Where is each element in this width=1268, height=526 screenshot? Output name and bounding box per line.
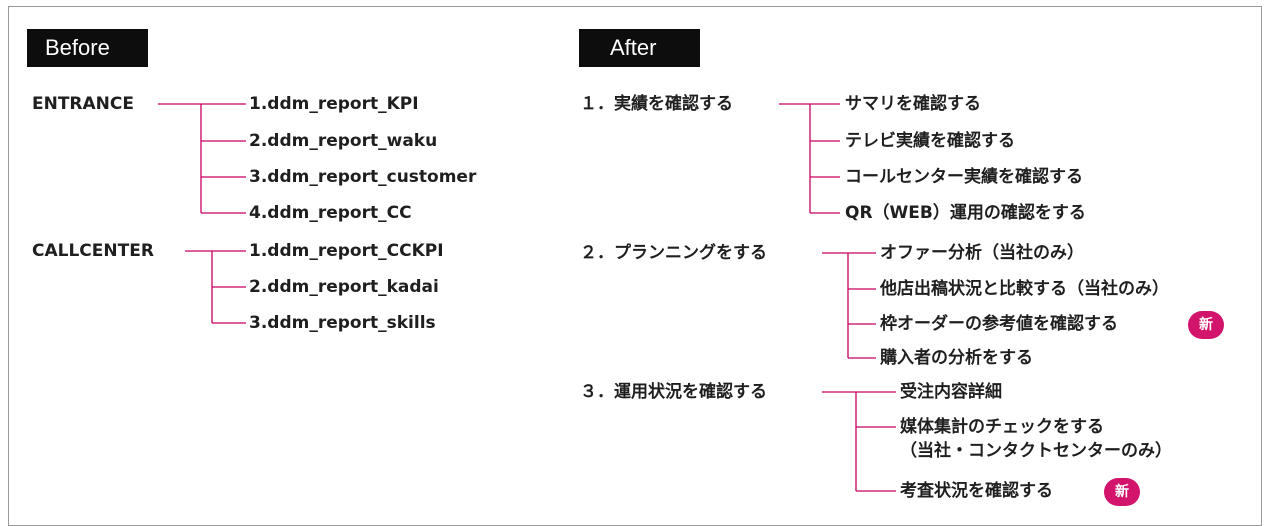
connector-after-3 xyxy=(822,391,896,492)
after-item: サマリを確認する xyxy=(845,94,981,114)
diagram-frame xyxy=(8,6,1262,526)
connector-after-1 xyxy=(779,103,840,214)
before-item: 1.ddm_report_KPI xyxy=(249,94,419,114)
after-item: QR（WEB）運用の確認をする xyxy=(845,203,1086,223)
connector-entrance xyxy=(158,103,246,214)
after-item: 購入者の分析をする xyxy=(880,348,1033,368)
after-item: 他店出稿状況と比較する（当社のみ） xyxy=(880,279,1169,299)
after-item: 考査状況を確認する xyxy=(900,481,1053,501)
after-item-note: （当社・コンタクトセンターのみ） xyxy=(900,441,1172,461)
after-item: 受注内容詳細 xyxy=(900,382,1002,402)
after-header: After xyxy=(579,29,700,67)
new-badge: 新 xyxy=(1104,478,1140,506)
after-item: コールセンター実績を確認する xyxy=(845,167,1083,187)
before-item: 4.ddm_report_CC xyxy=(249,203,412,223)
after-group-results: １．実績を確認する xyxy=(580,94,733,114)
before-header: Before xyxy=(27,29,148,67)
connector-callcenter xyxy=(185,250,246,324)
after-item: テレビ実績を確認する xyxy=(845,131,1015,151)
before-group-callcenter: CALLCENTER xyxy=(32,241,154,261)
before-group-entrance: ENTRANCE xyxy=(32,94,134,114)
after-item: オファー分析（当社のみ） xyxy=(880,243,1084,263)
before-item: 2.ddm_report_waku xyxy=(249,131,438,151)
before-item: 3.ddm_report_customer xyxy=(249,167,477,187)
after-group-planning: ２．プランニングをする xyxy=(580,243,767,263)
connector-after-2 xyxy=(822,252,876,359)
before-item: 3.ddm_report_skills xyxy=(249,313,436,333)
new-badge: 新 xyxy=(1188,311,1224,339)
before-item: 2.ddm_report_kadai xyxy=(249,277,439,297)
after-group-operation: ３．運用状況を確認する xyxy=(580,382,767,402)
after-item: 枠オーダーの参考値を確認する xyxy=(880,314,1118,334)
before-item: 1.ddm_report_CCKPI xyxy=(249,241,444,261)
after-item: 媒体集計のチェックをする xyxy=(900,417,1104,437)
